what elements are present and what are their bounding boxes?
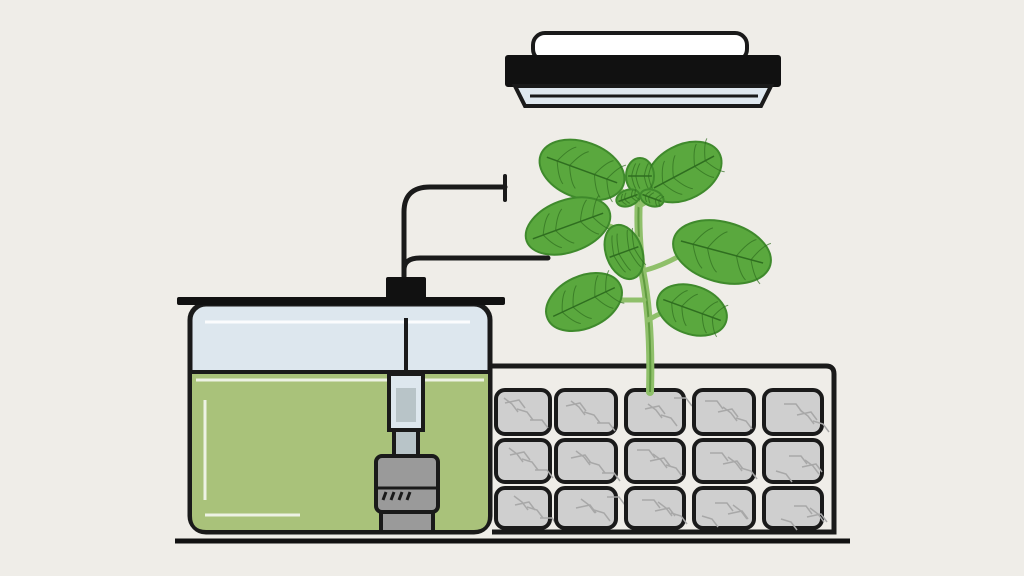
pebble-texture <box>775 470 793 483</box>
pebble-texture <box>652 453 668 469</box>
clay-pebble <box>624 486 686 530</box>
grow-bed-icon <box>492 363 837 535</box>
pebble-texture <box>740 467 758 480</box>
basil-plant-icon <box>524 138 772 396</box>
pebble-texture <box>722 406 738 422</box>
clay-pebble <box>762 438 824 484</box>
clay-pebble <box>554 438 618 484</box>
pump-base <box>379 510 435 534</box>
pebble-texture <box>780 518 798 531</box>
pebble-texture <box>804 459 820 475</box>
pebble-texture <box>516 408 534 421</box>
lower-tube <box>401 255 551 279</box>
clay-pebble <box>762 388 824 436</box>
pebble-texture <box>644 405 666 415</box>
pebble-texture <box>799 409 815 425</box>
basil-leaf <box>656 283 729 338</box>
pump-body <box>374 454 440 514</box>
pebble-texture <box>727 510 749 520</box>
pebble-texture <box>607 496 626 506</box>
basil-leaf <box>545 270 625 333</box>
tank-rim <box>177 297 505 305</box>
grow-light-housing <box>505 55 781 87</box>
pebble-texture <box>801 463 823 473</box>
water-pump-icon <box>374 372 440 534</box>
pebble-texture <box>796 411 818 421</box>
pebble-texture <box>526 506 544 519</box>
clay-pebble <box>494 486 552 530</box>
pebble-texture <box>513 495 529 511</box>
pebble-texture <box>575 450 591 466</box>
water-tube-icon <box>401 174 551 279</box>
pebble-texture <box>727 456 743 472</box>
pebble-texture <box>588 461 606 474</box>
pebble-texture <box>784 403 803 413</box>
pebble-texture <box>642 499 661 509</box>
pebble-texture <box>514 501 536 511</box>
pebble-texture <box>705 400 724 410</box>
pebble-texture <box>722 460 744 470</box>
upper-tube <box>401 184 508 279</box>
water-tank-icon <box>177 277 505 535</box>
pebble-texture <box>530 419 549 429</box>
tank-water <box>192 372 488 530</box>
basil-leaf <box>672 219 772 285</box>
grow-light-icon <box>505 31 781 108</box>
clay-pebble <box>692 438 756 484</box>
pebble-texture <box>593 509 611 522</box>
pebble-texture <box>637 449 656 459</box>
pebble-texture <box>521 458 539 471</box>
tank-cap <box>386 277 426 299</box>
pebble-texture <box>654 507 676 517</box>
pebble-texture <box>583 411 601 424</box>
pebble-texture <box>794 505 813 515</box>
pebble-texture <box>565 402 587 412</box>
clay-pebbles <box>494 388 830 531</box>
clay-pebble <box>692 388 756 436</box>
pebble-texture <box>597 422 616 432</box>
basil-leaf <box>625 157 655 195</box>
clay-pebble <box>554 486 618 530</box>
basil-leaf <box>603 223 647 281</box>
grow-bed-frame <box>492 363 837 535</box>
pebble-texture <box>660 414 678 427</box>
pebble-texture <box>649 457 671 467</box>
pump-pipe <box>392 428 420 458</box>
clay-pebble <box>762 486 824 530</box>
pebble-texture <box>806 513 828 523</box>
pebble-texture <box>710 452 729 462</box>
pebble-texture <box>717 408 739 418</box>
pebble-texture <box>715 502 734 512</box>
pebble-texture <box>789 455 808 465</box>
pebble-texture <box>504 399 526 409</box>
clay-pebble <box>494 388 552 436</box>
pebble-texture <box>602 472 621 482</box>
basil-leaf <box>639 188 665 208</box>
pebble-texture <box>570 454 592 464</box>
pebble-texture <box>509 451 531 461</box>
pebble-texture <box>812 420 830 433</box>
pebble-texture <box>535 469 554 479</box>
basil-leaf <box>615 188 641 208</box>
pebble-texture <box>503 397 519 413</box>
pebble-texture <box>575 504 597 514</box>
basil-leaf <box>538 138 627 203</box>
pebble-texture <box>735 417 753 430</box>
pebble-texture <box>570 400 586 416</box>
clay-pebble <box>624 438 686 484</box>
clay-pebble <box>692 486 756 530</box>
pebble-texture <box>701 515 719 528</box>
clay-pebble <box>624 388 686 436</box>
pebble-texture <box>647 403 663 419</box>
pebble-texture <box>674 397 693 407</box>
basil-leaf <box>524 195 612 256</box>
